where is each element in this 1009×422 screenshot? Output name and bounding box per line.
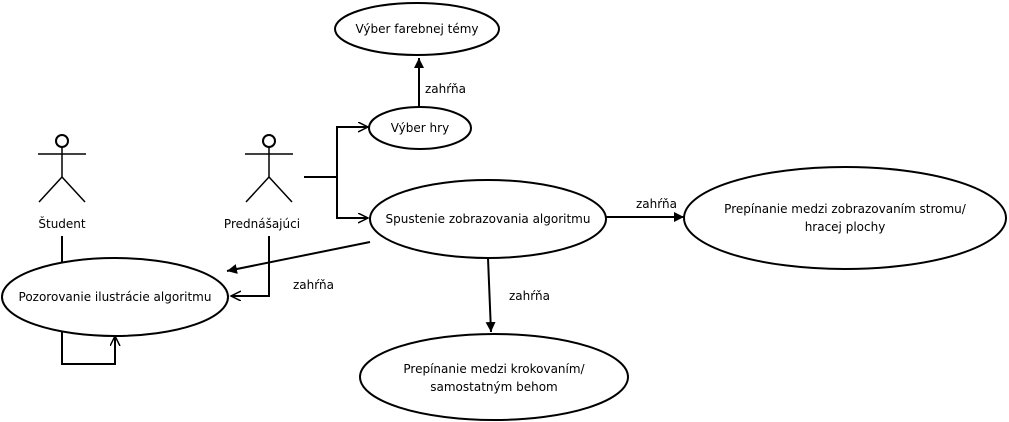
lecturer-to-observe-edge: [231, 236, 270, 296]
use-case-toggle-view-line-2: hracej plochy: [805, 220, 886, 234]
use-case-toggle-view: Prepínanie medzi zobrazovaním stromu/ hr…: [683, 166, 1007, 270]
use-case-observe-shape: [1, 257, 229, 337]
actor-student-head: [55, 134, 69, 148]
include-toggle-label: zahŕňa: [636, 197, 677, 211]
actor-lecturer-label: Prednášajúci: [224, 217, 300, 231]
use-case-start-label: Spustenie zobrazovania algoritmu: [386, 212, 591, 226]
use-case-observe-label: Pozorovanie ilustrácie algoritmu: [19, 290, 212, 304]
use-case-stepping-line-2: samostatným behom: [430, 380, 558, 394]
use-case-game: Výber hry: [368, 106, 472, 150]
use-case-toggle-view-line-1: Prepínanie medzi zobrazovaním stromu/: [724, 202, 967, 216]
include-observe-edge: [226, 241, 371, 274]
actor-student-leg-left: [38, 176, 63, 203]
use-case-stepping-line-1: Prepínanie medzi krokovaním/: [403, 362, 585, 376]
use-case-start: Spustenie zobrazovania algoritmu: [369, 179, 607, 259]
use-case-theme: Výber farebnej témy: [334, 2, 500, 56]
include-theme-label: zahŕňa: [425, 82, 466, 96]
use-case-toggle-view-shape: [683, 166, 1007, 270]
use-case-game-label: Výber hry: [391, 121, 449, 135]
lecturer-to-game-edge: [336, 127, 368, 177]
use-case-game-shape: [368, 106, 472, 150]
use-case-theme-shape: [334, 2, 500, 56]
use-case-observe: Pozorovanie ilustrácie algoritmu: [1, 257, 229, 337]
use-case-start-shape: [369, 179, 607, 259]
include-observe-label: zahŕňa: [293, 278, 334, 292]
actor-lecturer: Prednášajúci: [224, 134, 300, 231]
actor-student: Študent: [38, 134, 86, 231]
actor-student-label: Študent: [38, 216, 86, 231]
actor-lecturer-head: [262, 134, 276, 148]
use-case-stepping-shape: [359, 333, 629, 421]
actor-student-leg-right: [61, 176, 86, 203]
include-stepping-label: zahŕňa: [509, 289, 550, 303]
actor-lecturer-leg-left: [245, 176, 270, 203]
lecturer-to-start-edge: [336, 177, 368, 218]
actor-lecturer-leg-right: [268, 176, 293, 203]
use-case-theme-label: Výber farebnej témy: [356, 22, 479, 36]
use-case-stepping: Prepínanie medzi krokovaním/ samostatným…: [359, 333, 629, 421]
connectors: [61, 58, 684, 365]
include-stepping-edge: [485, 257, 496, 333]
